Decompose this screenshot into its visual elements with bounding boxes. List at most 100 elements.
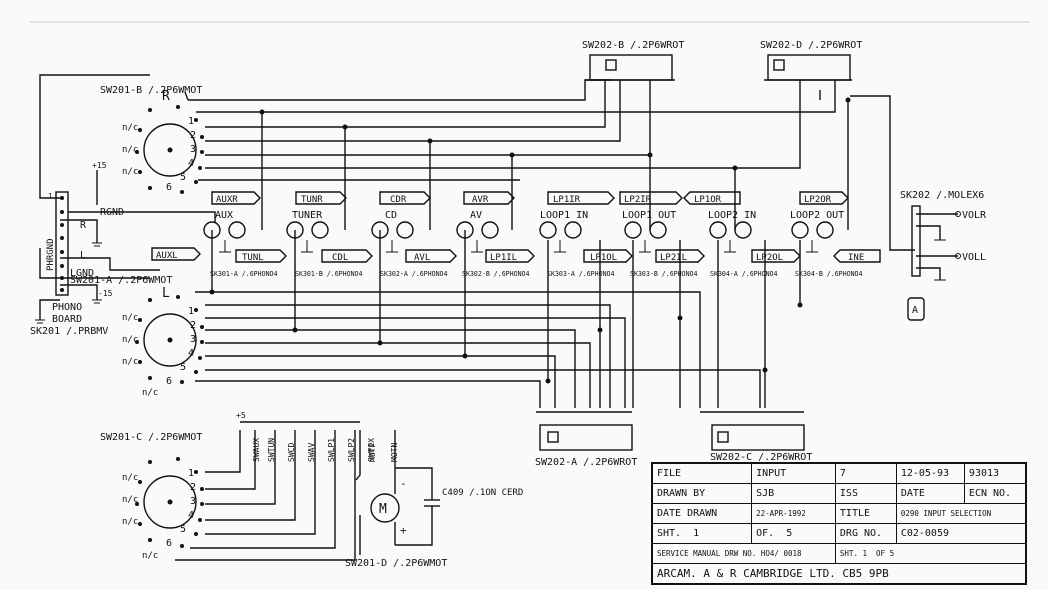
wafer-sw201a: [135, 295, 204, 384]
nc-label: n/c: [142, 388, 158, 398]
sht-value: 1: [693, 528, 700, 539]
pos-label: 4: [188, 348, 194, 359]
socket-name: AUX: [215, 210, 233, 221]
of-value: 5: [786, 528, 793, 539]
flag-avr: AVR: [472, 195, 489, 205]
nc-label: n/c: [122, 145, 138, 155]
flag-lp1ir: LP1IR: [553, 195, 581, 205]
date-label: DATE: [895, 483, 965, 504]
motn-label: MOTN: [390, 443, 399, 462]
company-name: ARCAM. A & R CAMBRIDGE LTD. CB5 9PB: [651, 563, 1027, 585]
ctrl-line: SWAUX: [252, 438, 261, 462]
pos-label: 3: [190, 144, 196, 155]
date-drawn: 22-APR-1992: [751, 503, 836, 524]
net-flags-low: AUXL TUNL CDL AVL LP1IL LP1OL LP2IL LP2O…: [151, 247, 881, 263]
of-label: OF.: [756, 528, 775, 539]
pos-label: 1: [188, 116, 194, 127]
wafer-l-mark: L: [162, 286, 170, 301]
socket-tuner: [286, 221, 329, 253]
flag-tunl: TUNL: [242, 253, 264, 263]
motor-circuit: M - + C409 /.1ON CERD MOTP MOTN: [355, 430, 523, 555]
voll-label: VOLL: [962, 252, 986, 263]
wafer-sw201b: [135, 105, 204, 194]
nc-label: n/c: [122, 313, 138, 323]
socket-loop1-out: [624, 221, 667, 253]
sw201c-label: SW201-C /.2P6WMOT: [100, 432, 202, 443]
rgnd-label: RGND: [100, 207, 124, 218]
drawn-by: SJB: [751, 483, 836, 504]
socket-parts: SK301-A /.6PHONO4 SK301-B /.6PHONO4 SK30…: [210, 270, 863, 278]
phono-labels: PHRGND R L RGND LGND +15 -15 1 PHONO BOA…: [30, 161, 124, 337]
supply-label: +5: [236, 411, 246, 420]
net-flags-top: AUXR TUNR CDR AVR LP1IR LP2IR LP1OR LP2O…: [211, 191, 849, 205]
flag-auxr: AUXR: [216, 195, 238, 205]
socket-part: SK303-B /.6PHONO4: [630, 270, 698, 278]
flag-lp2ir: LP2IR: [624, 195, 652, 205]
nc-label: n/c: [122, 357, 138, 367]
ctrl-line: SWAV: [307, 443, 316, 462]
socket-name: AV: [470, 210, 482, 221]
sw202d-label: SW202-D /.2P6WROT: [760, 40, 862, 51]
pos-label: 1: [188, 468, 194, 479]
socket-name: LOOP1 OUT: [622, 210, 676, 221]
socket-part: SK301-B /.6PHONO4: [295, 270, 363, 278]
socket-part: SK301-A /.6PHONO4: [210, 270, 278, 278]
flag-tunr: TUNR: [301, 195, 323, 205]
motp-label: MOTP: [368, 443, 377, 462]
sht2-label: SHT.: [839, 549, 858, 558]
service-no: 0018: [783, 549, 802, 558]
drg-value: C02-0059: [895, 523, 1027, 544]
sw202c-label: SW202-C /.2P6WROT: [710, 452, 812, 463]
service-label: SERVICE MANUAL DRW NO. HO4/: [657, 549, 779, 558]
phono-board-label2: BOARD: [52, 314, 82, 325]
sw202c-block: [700, 411, 805, 451]
volr-label: VOLR: [962, 210, 987, 221]
title-label: TITLE: [834, 503, 897, 524]
iss-label: ISS: [834, 483, 897, 504]
socket-name: LOOP1 IN: [540, 210, 588, 221]
motor-plus: +: [400, 524, 407, 537]
flag-cdr: CDR: [390, 195, 407, 205]
drawn-by-label: DRAWN BY: [651, 483, 753, 504]
ctrl-line: SWTUN: [267, 438, 276, 462]
nc-label: n/c: [142, 551, 158, 561]
pos-label: 5: [180, 524, 186, 535]
sk202-label: SK202 /.MOLEX6: [900, 190, 984, 201]
flag-lp1ol: LP1OL: [590, 253, 617, 263]
sw202b-block: [585, 54, 675, 81]
nc-label: n/c: [122, 123, 138, 133]
of2-value: 5: [889, 549, 895, 558]
drg-label: DRG NO.: [834, 523, 897, 544]
socket-loop2-out: [791, 221, 834, 253]
wafer-sw201c: [135, 421, 360, 561]
sht-label: SHT.: [657, 528, 682, 539]
molex-connector: [907, 205, 961, 321]
socket-name: LOOP2 OUT: [790, 210, 844, 221]
junction-dots: [209, 97, 851, 384]
pos-label: 4: [188, 158, 194, 169]
marker-a: A: [912, 305, 918, 316]
phono-connector: [35, 191, 102, 324]
ecn-label: ECN NO.: [963, 483, 1027, 504]
pos-label: 6: [166, 182, 172, 193]
socket-name: LOOP2 IN: [708, 210, 756, 221]
phrgnd-label: PHRGND: [46, 238, 56, 271]
sk201-label: SK201 /.PRBMV: [30, 326, 108, 337]
lgnd-label: LGND: [70, 268, 94, 279]
flag-lp1il: LP1IL: [490, 253, 517, 263]
of2-label: OF: [876, 549, 886, 558]
control-lines: +5 SWAUX SWTUN SWCD SWAV SWLP1 SWLP2 SWF…: [236, 411, 376, 462]
flag-avl: AVL: [414, 253, 430, 263]
ctrl-line: SWLP2: [347, 438, 356, 462]
socket-name: CD: [385, 210, 397, 221]
flag-cdl: CDL: [332, 253, 348, 263]
socket-aux: [203, 221, 246, 253]
pos-label: 3: [190, 496, 196, 507]
flag-lp2ol: LP2OL: [756, 253, 783, 263]
socket-loop1-in: [539, 221, 582, 253]
socket-name: TUNER: [292, 210, 323, 221]
pos-label: 3: [190, 334, 196, 345]
title-block: FILE INPUT 7 12-05-93 93013 DRAWN BY SJB…: [651, 462, 1027, 585]
minus15-label: -15: [98, 289, 113, 298]
file-value: INPUT: [751, 462, 836, 484]
